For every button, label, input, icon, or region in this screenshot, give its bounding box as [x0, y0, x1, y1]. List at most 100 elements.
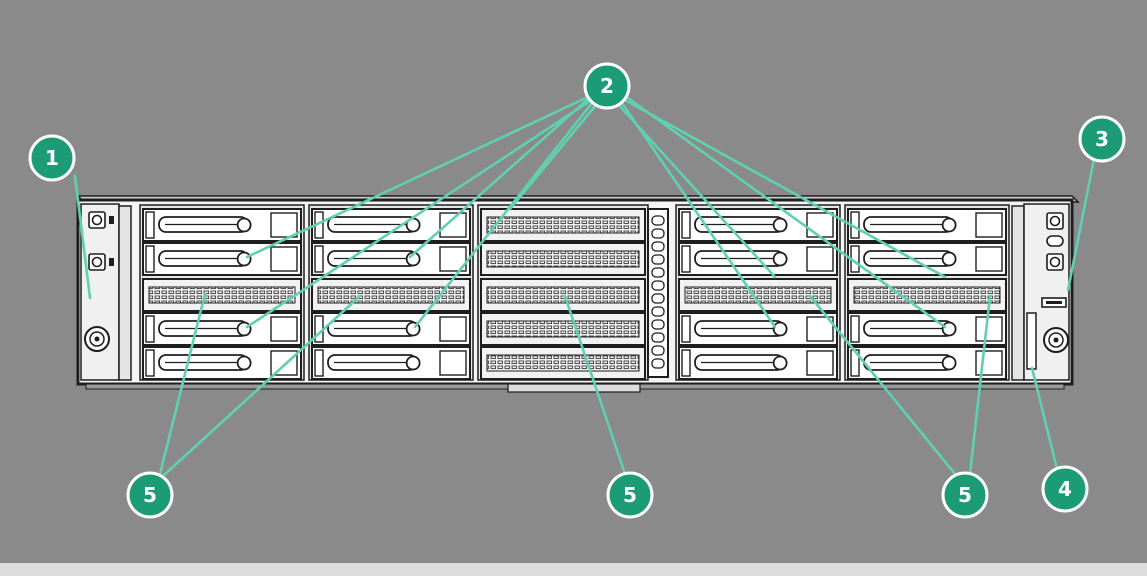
callout-label: 5	[958, 483, 972, 507]
hard-drive-bay[interactable]	[847, 242, 1007, 276]
left-ear-button-top[interactable]	[88, 211, 106, 229]
leader-line-c2	[616, 102, 777, 279]
connector-slot	[651, 241, 665, 252]
drive-blank[interactable]	[480, 242, 646, 276]
drive-release-button[interactable]	[941, 217, 957, 233]
hard-drive-bay[interactable]	[678, 312, 838, 346]
leader-line-c2	[245, 95, 590, 259]
right-rack-ear	[1011, 203, 1070, 381]
drive-column	[477, 204, 649, 381]
status-led-icon	[1046, 235, 1064, 247]
leader-line-c2	[408, 97, 590, 259]
callout-c2: 2	[583, 62, 631, 110]
hard-drive-bay[interactable]	[142, 346, 302, 380]
connector-slot	[651, 228, 665, 239]
hard-drive-bay[interactable]	[142, 208, 302, 242]
leader-line-c5a	[161, 294, 362, 478]
leader-line-c5c	[968, 294, 992, 476]
drive-blank[interactable]	[480, 312, 646, 346]
drive-blank[interactable]	[480, 346, 646, 380]
leader-line-c4	[1030, 366, 1059, 471]
callout-label: 2	[600, 74, 614, 98]
connector-slot	[651, 254, 665, 265]
callout-c5a: 5	[126, 471, 174, 519]
connector-slot	[651, 267, 665, 278]
leader-line-c2	[620, 101, 777, 329]
hard-drive-bay[interactable]	[847, 312, 1007, 346]
connector-slot	[651, 293, 665, 304]
drive-release-button[interactable]	[941, 355, 957, 371]
hard-drive-bay[interactable]	[311, 346, 471, 380]
center-foot	[507, 383, 641, 393]
center-connector-strip	[647, 208, 669, 378]
leader-line-c2	[245, 99, 592, 329]
leader-line-c5a	[158, 292, 207, 476]
callout-c5c: 5	[941, 471, 989, 519]
drive-bays	[139, 204, 1010, 381]
leader-line-c2	[413, 101, 594, 329]
drive-release-button[interactable]	[941, 321, 957, 337]
right-ear-thumbscrew[interactable]	[1043, 327, 1069, 353]
left-ear-tab-top	[109, 216, 114, 224]
drive-column	[139, 204, 305, 381]
connector-slot	[651, 306, 665, 317]
hard-drive-bay[interactable]	[847, 208, 1007, 242]
drive-release-button[interactable]	[236, 217, 252, 233]
usb-port-icon[interactable]	[1041, 297, 1067, 308]
leader-line-c2	[623, 98, 947, 279]
drive-blank[interactable]	[142, 278, 302, 312]
drive-release-button[interactable]	[405, 355, 421, 371]
leader-line-c3	[1066, 157, 1096, 292]
drive-release-button[interactable]	[772, 251, 788, 267]
leader-line-c5c	[808, 294, 957, 476]
hard-drive-bay[interactable]	[678, 346, 838, 380]
callout-label: 4	[1058, 477, 1072, 501]
hard-drive-bay[interactable]	[311, 242, 471, 276]
drive-column	[844, 204, 1010, 381]
left-ear-tab-bottom	[109, 258, 114, 266]
connector-slot	[651, 215, 665, 226]
leader-line-c5b	[563, 294, 627, 476]
left-ear-panel	[80, 203, 120, 381]
drive-release-button[interactable]	[772, 321, 788, 337]
connector-slot	[651, 358, 665, 369]
callout-label: 3	[1095, 127, 1109, 151]
pull-tab[interactable]	[1026, 312, 1037, 370]
power-button-icon[interactable]	[1046, 253, 1064, 271]
drive-release-button[interactable]	[772, 217, 788, 233]
connector-slot	[651, 332, 665, 343]
drive-blank[interactable]	[678, 278, 838, 312]
leader-lines	[73, 95, 1096, 478]
drive-release-button[interactable]	[941, 251, 957, 267]
drive-blank[interactable]	[311, 278, 471, 312]
connector-slot	[651, 280, 665, 291]
right-ear-rail	[1011, 205, 1025, 381]
uid-button-icon[interactable]	[1046, 212, 1064, 230]
callout-label: 1	[45, 146, 59, 170]
drive-column	[675, 204, 841, 381]
drive-release-button[interactable]	[772, 355, 788, 371]
left-ear-thumbscrew[interactable]	[84, 326, 110, 352]
callout-c1: 1	[28, 134, 76, 182]
leader-line-c2	[626, 96, 947, 329]
callout-c3: 3	[1078, 115, 1126, 163]
drive-blank[interactable]	[480, 278, 646, 312]
callout-label: 5	[623, 483, 637, 507]
left-rack-ear	[80, 203, 132, 381]
drive-blank[interactable]	[847, 278, 1007, 312]
drive-blank[interactable]	[480, 208, 646, 242]
connector-slot	[651, 319, 665, 330]
left-ear-button-bottom[interactable]	[88, 253, 106, 271]
left-ear-rail	[118, 205, 132, 381]
callouts: 1 2 3 4 5 5 5	[28, 62, 1126, 519]
callout-c4: 4	[1041, 465, 1089, 513]
hard-drive-bay[interactable]	[142, 242, 302, 276]
bottom-border	[0, 563, 1147, 576]
leader-line-c1	[73, 174, 92, 300]
drive-release-button[interactable]	[236, 251, 252, 267]
hard-drive-bay[interactable]	[142, 312, 302, 346]
hard-drive-bay[interactable]	[678, 208, 838, 242]
drive-release-button[interactable]	[236, 355, 252, 371]
